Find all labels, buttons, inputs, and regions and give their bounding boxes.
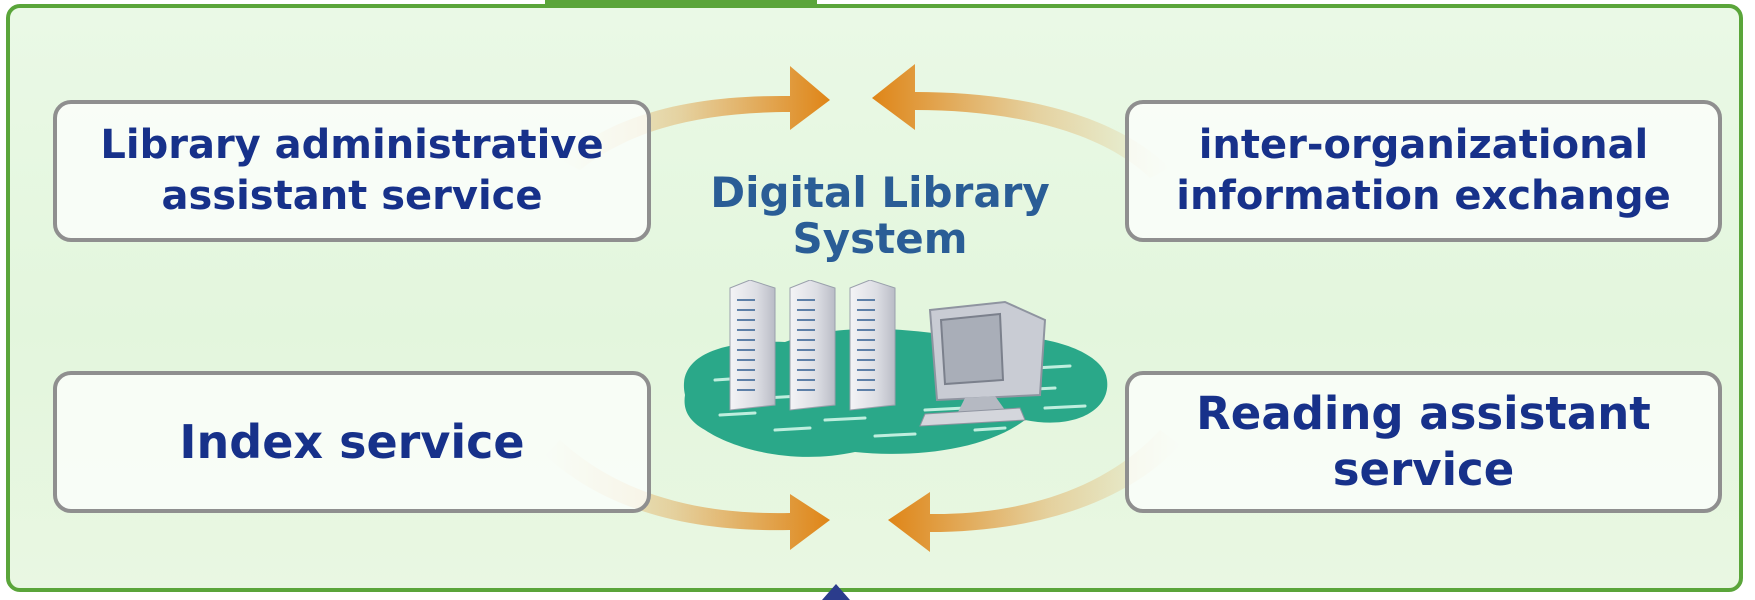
- arrow-top-left: [560, 66, 830, 170]
- arrow-bottom-right: [888, 430, 1180, 552]
- server-towers: [729, 280, 896, 411]
- node-info-exchange: inter-organizational information exchang…: [1125, 100, 1722, 242]
- server-computer-icon: [683, 280, 1108, 457]
- node-label: Index service: [179, 415, 525, 469]
- node-label: inter-organizational information exchang…: [1176, 122, 1671, 219]
- frame-top-tab: [545, 0, 817, 5]
- node-label: Reading assistant service: [1196, 387, 1651, 496]
- node-library-admin-service: Library administrative assistant service: [53, 100, 651, 242]
- node-reading-assistant: Reading assistant service: [1125, 371, 1722, 513]
- center-title: Digital Library System: [710, 168, 1050, 263]
- node-index-service: Index service: [53, 371, 651, 513]
- monitor: [919, 300, 1047, 427]
- bottom-marker-icon: [822, 584, 850, 600]
- node-label: Library administrative assistant service: [100, 122, 604, 219]
- arrow-bottom-left: [545, 440, 830, 550]
